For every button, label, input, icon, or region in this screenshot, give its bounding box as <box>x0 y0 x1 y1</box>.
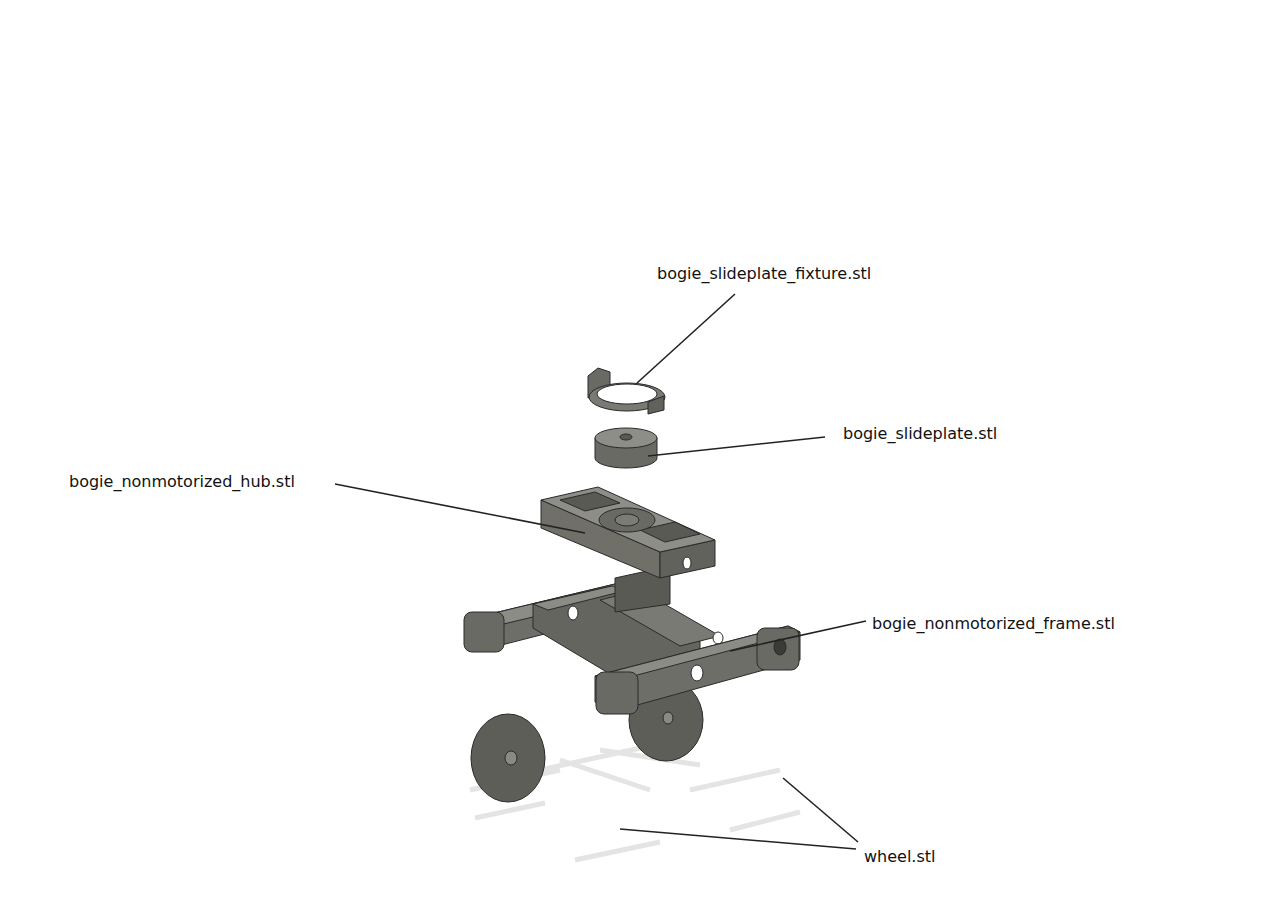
wheel-illustration <box>471 679 703 802</box>
part-label: bogie_nonmotorized_hub.stl <box>69 473 295 491</box>
fixture-illustration <box>588 368 665 414</box>
part-label: bogie_slideplate_fixture.stl <box>657 265 871 283</box>
part-label: bogie_slideplate.stl <box>843 425 997 443</box>
part-label: wheel.stl <box>864 848 936 866</box>
hub-illustration <box>541 487 715 612</box>
part-label: bogie_nonmotorized_frame.stl <box>872 615 1115 633</box>
slideplate-illustration <box>595 428 657 468</box>
leader-line <box>335 294 866 849</box>
